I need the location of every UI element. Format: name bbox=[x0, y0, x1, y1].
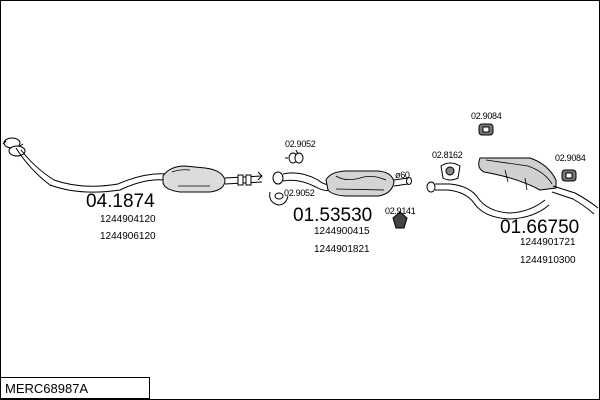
rear-pipe-drawing bbox=[426, 157, 599, 220]
reference-code: MERC68987A bbox=[5, 381, 89, 396]
reference-box: MERC68987A bbox=[0, 377, 150, 399]
leader-line bbox=[295, 149, 299, 155]
accessory-label: 02.9052 bbox=[285, 139, 316, 149]
front-pipe-drawing bbox=[2, 137, 263, 193]
part-number-rear-pipe: 01.66750 bbox=[500, 217, 580, 238]
accessory-label: 02.9141 bbox=[385, 206, 416, 216]
accessory-label: 02.8162 bbox=[432, 150, 463, 160]
part-number-front-pipe: 04.1874 bbox=[86, 191, 155, 212]
oem-number: 1244901721 bbox=[520, 237, 576, 248]
part-number-center-pipe: 01.53530 bbox=[293, 205, 373, 226]
oem-number: 1244906120 bbox=[100, 231, 156, 242]
accessory-label: 02.9084 bbox=[471, 111, 502, 121]
accessory-label: 02.9084 bbox=[555, 153, 586, 163]
mount-icon bbox=[478, 123, 494, 136]
center-pipe-drawing bbox=[272, 170, 412, 197]
diameter-label: ø60 bbox=[395, 170, 410, 180]
accessory-label: 02.9052 bbox=[284, 188, 315, 198]
oem-number: 1244910300 bbox=[520, 255, 576, 266]
oem-number: 1244900415 bbox=[314, 226, 370, 237]
clamp-icon bbox=[285, 152, 304, 164]
gasket-icon bbox=[440, 162, 461, 181]
hanger-icon bbox=[392, 211, 408, 229]
mount-icon-2 bbox=[561, 169, 577, 182]
oem-number: 1244901821 bbox=[314, 244, 370, 255]
clamp-icon-2 bbox=[269, 191, 289, 206]
oem-number: 1244904120 bbox=[100, 214, 156, 225]
